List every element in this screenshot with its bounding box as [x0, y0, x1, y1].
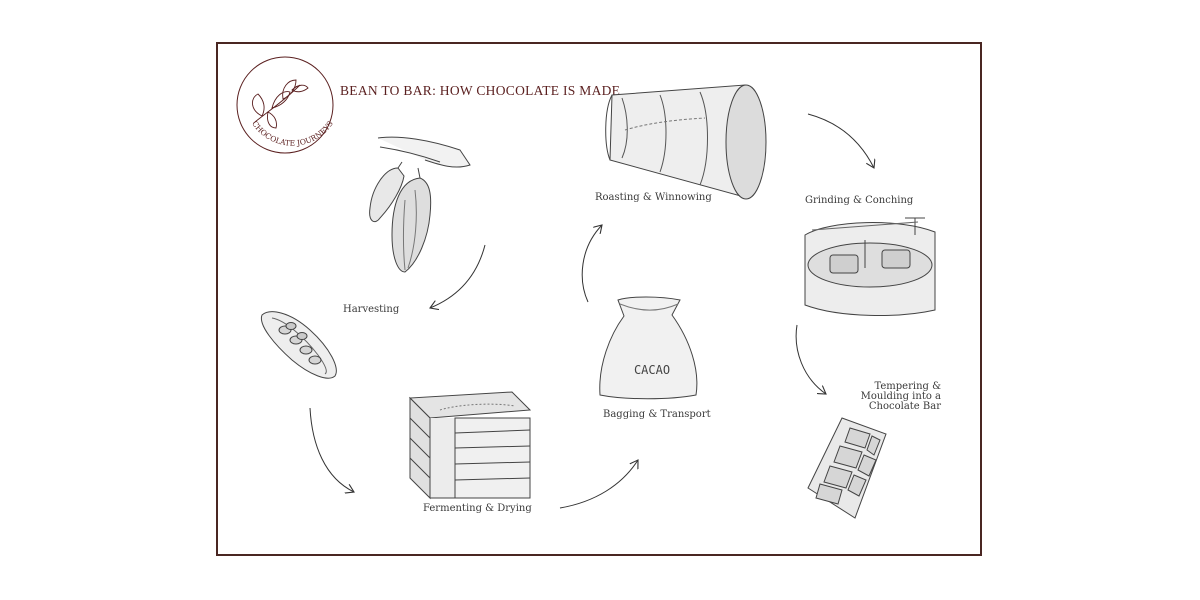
arrow-to-grinding	[807, 113, 874, 168]
arrow-harvest	[430, 244, 486, 308]
diagram-frame	[216, 42, 982, 556]
step-label-grinding-conching: Grinding & Conching	[805, 195, 914, 206]
page-title: BEAN TO BAR: HOW CHOCOLATE IS MADE	[340, 83, 621, 98]
cacao-sack-icon: CACAO	[599, 296, 698, 400]
roasting-drum-icon	[605, 84, 767, 200]
sack-label: CACAO	[634, 363, 670, 377]
step-label-bagging-transport: Bagging & Transport	[603, 409, 711, 420]
cacao-pod-on-branch-icon	[369, 136, 471, 273]
arrow-to-fermenting	[309, 407, 354, 492]
conche-machine-icon	[804, 217, 936, 316]
wooden-crate-icon	[408, 391, 532, 500]
step-label-roasting-winnowing: Roasting & Winnowing	[595, 192, 712, 203]
cacao-leaf-icon	[252, 79, 309, 129]
arrow-to-tempering	[795, 324, 826, 394]
step-label-harvesting: Harvesting	[343, 304, 400, 315]
logo-text: CHOCOLATE JOURNEYS	[250, 119, 335, 148]
step-label-tempering-moulding: Tempering & Moulding into a Chocolate Ba…	[860, 381, 941, 412]
logo: CHOCOLATE JOURNEYS	[236, 56, 335, 154]
chocolate-bar-icon	[807, 417, 887, 519]
step-label-fermenting-drying: Fermenting & Drying	[423, 503, 532, 514]
cacao-bean-pod-icon	[260, 311, 337, 379]
flow-arrows	[309, 113, 874, 509]
arrow-to-bagging	[559, 460, 638, 509]
arrow-to-roasting	[581, 225, 602, 303]
